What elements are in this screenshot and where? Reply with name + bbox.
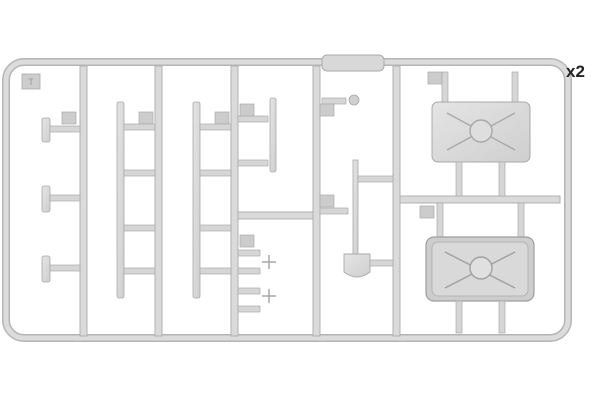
- part-rods-column-2: [116, 101, 156, 299]
- part-rods-column-4: [237, 97, 277, 313]
- part-shovel: [319, 94, 394, 278]
- part-panel-top: [427, 71, 531, 197]
- part-clamp: [41, 255, 81, 283]
- part-rods-column-3: [192, 101, 232, 299]
- part-clamp: [41, 111, 81, 143]
- frame-tab-letter: T: [28, 77, 34, 87]
- quantity-label: x2: [566, 62, 585, 81]
- part-panel-bottom: [419, 202, 535, 334]
- part-clamp: [41, 185, 81, 213]
- part-clamps-column-1: [41, 111, 81, 283]
- sprue-outer-frame: [2, 54, 572, 342]
- frame-tab: T: [21, 73, 41, 90]
- sprue-runners: [79, 65, 561, 337]
